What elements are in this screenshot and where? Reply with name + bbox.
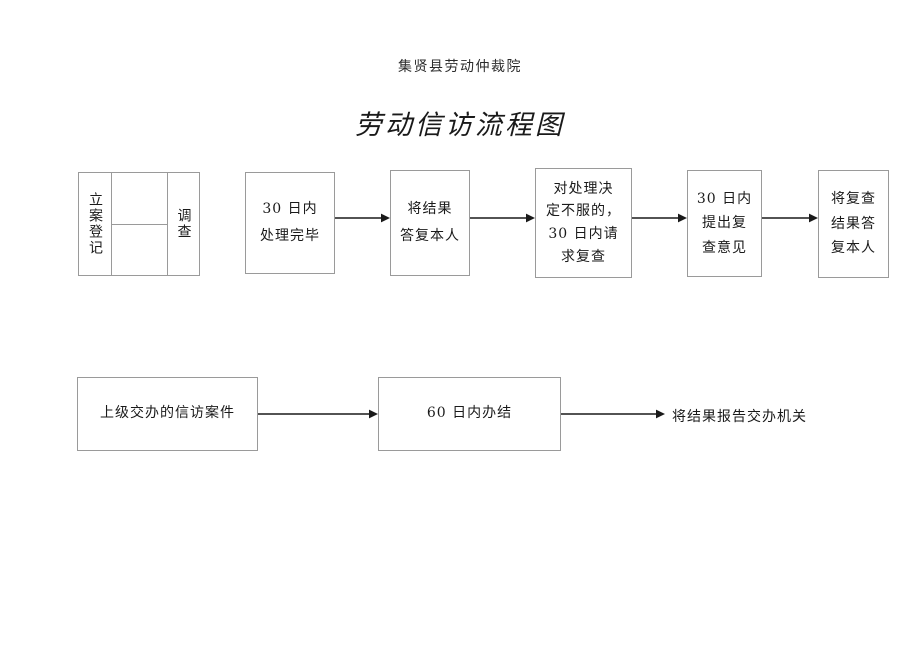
step-request-review-line-1: 对处理决	[553, 180, 614, 197]
arrow-completion-to-outcome	[561, 409, 665, 419]
intake-right-column: 调查	[168, 173, 199, 275]
step-assigned-case-box[interactable]: 上级交办的信访案件	[77, 377, 258, 451]
intake-registration-table-box[interactable]: 立案登记 调查	[78, 172, 200, 276]
intake-middle-upper-cell	[112, 173, 167, 225]
page-title: 劳动信访流程图	[355, 110, 565, 141]
arrow-review-request-to-opinion	[632, 213, 687, 223]
arrow-opinion-to-final-reply	[762, 213, 818, 223]
arrow-handle-to-reply	[335, 213, 390, 223]
intake-left-column: 立案登记	[79, 173, 111, 275]
intake-right-cell: 调查	[168, 173, 199, 275]
arrow-assigned-case-to-completion	[258, 409, 378, 419]
step-review-opinion-line-1: 30 日内	[696, 190, 753, 207]
intake-left-label: 立案登记	[87, 192, 103, 256]
step-reply-review-result-box[interactable]: 将复查 结果答 复本人	[818, 170, 889, 278]
intake-middle-column	[111, 173, 168, 275]
step-request-review-line-4: 求复查	[561, 248, 606, 265]
arrow-reply-to-review-request	[470, 213, 535, 223]
step-reply-result-line-1: 将结果	[407, 200, 453, 217]
investigation-label: 调查	[175, 208, 192, 240]
step-handle-30-days-line-1: 30 日内	[262, 200, 318, 217]
step-reply-review-result-line-1: 将复查	[831, 191, 876, 208]
intake-left-cell: 立案登记	[79, 173, 111, 275]
organization-subtitle: 集贤县劳动仲裁院	[398, 59, 522, 75]
step-review-opinion-line-2: 提出复	[702, 215, 747, 232]
step-assigned-case-line-1: 上级交办的信访案件	[100, 405, 235, 422]
step-complete-60-days-box[interactable]: 60 日内办结	[378, 377, 561, 451]
step-handle-30-days-line-2: 处理完毕	[260, 228, 320, 244]
step-request-review-line-3: 30 日内请	[548, 226, 619, 242]
step-reply-result-line-2: 答复本人	[400, 228, 460, 244]
step-request-review-box[interactable]: 对处理决 定不服的， 30 日内请 求复查	[535, 168, 632, 278]
step-request-review-line-2: 定不服的，	[546, 203, 621, 220]
step-reply-result-box[interactable]: 将结果 答复本人	[390, 170, 470, 276]
outcome-report-label: 将结果报告交办机关	[672, 409, 807, 425]
step-reply-review-result-line-2: 结果答	[831, 215, 876, 232]
step-complete-60-days-line-1: 60 日内办结	[426, 405, 513, 422]
step-handle-30-days-box[interactable]: 30 日内 处理完毕	[245, 172, 335, 274]
step-reply-review-result-line-3: 复本人	[831, 240, 876, 257]
intake-middle-lower-cell	[112, 225, 167, 276]
step-review-opinion-box[interactable]: 30 日内 提出复 查意见	[687, 170, 762, 277]
step-review-opinion-line-3: 查意见	[702, 239, 747, 256]
